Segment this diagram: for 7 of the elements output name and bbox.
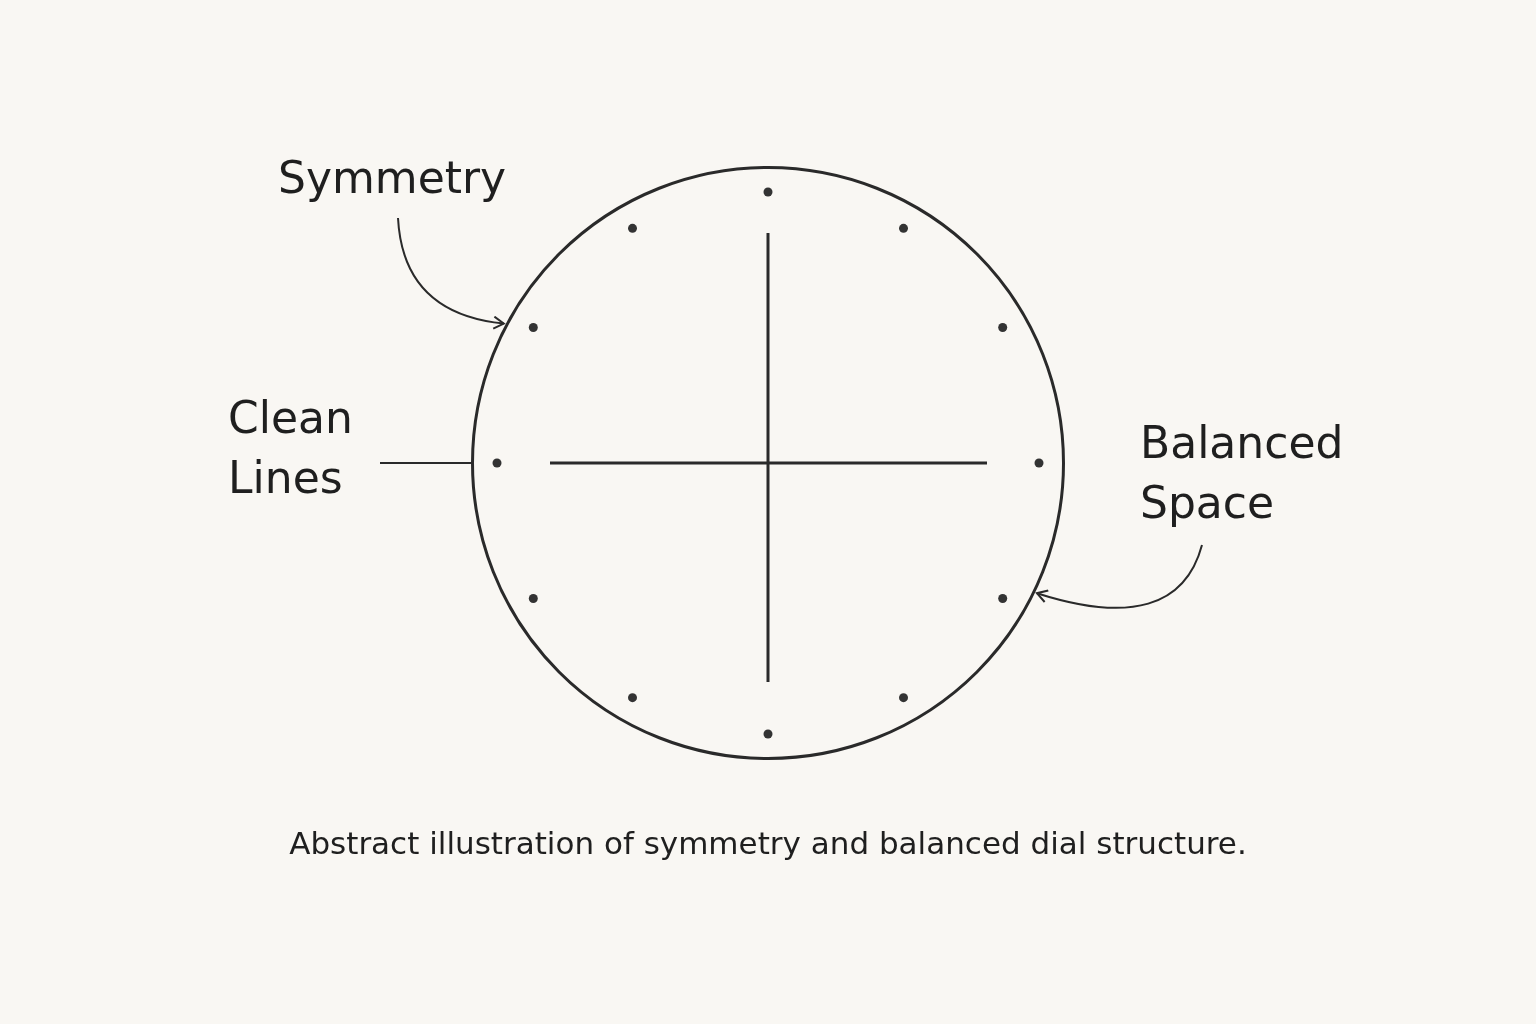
callout-label: Symmetry: [278, 148, 538, 208]
callout-label: Clean Lines: [228, 388, 388, 508]
curved-arrow: [397, 217, 505, 330]
leader-line: [379, 462, 472, 464]
curved-arrow: [1035, 544, 1203, 609]
caption: Abstract illustration of symmetry and balanced dial structure.: [288, 825, 1248, 861]
callout-label: Balanced Space: [1140, 413, 1380, 533]
